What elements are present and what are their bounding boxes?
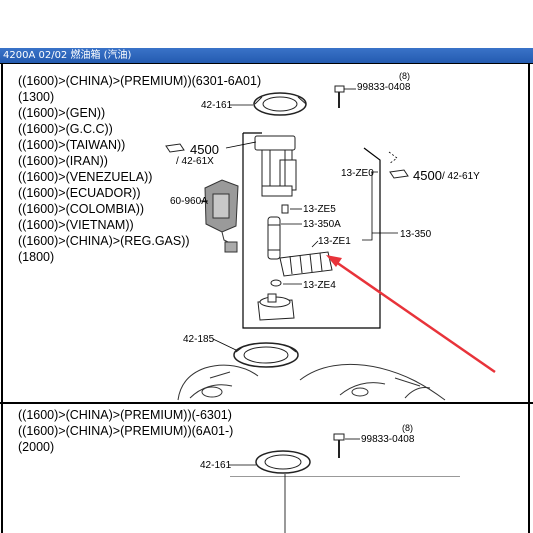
ref-4261y-label: / 42-61Y	[442, 171, 480, 182]
lock-ring-lower-section-icon	[255, 450, 311, 474]
ref-4261x-label: / 42-61X	[176, 156, 214, 167]
section-divider	[0, 402, 533, 404]
p350a-label: 13-350A	[303, 219, 341, 230]
pump-clip-icon	[270, 279, 282, 287]
condition-item: ((1600)>(CHINA)>(PREMIUM))(6301-6A01)	[18, 74, 262, 88]
screw-icon	[281, 204, 289, 214]
condition-item: ((1600)>(CHINA)>(PREMIUM))(-6301)	[18, 408, 232, 422]
bolt-qty-label: (8)	[399, 71, 410, 81]
condition-item: ((1600)>(TAIWAN))	[18, 138, 126, 152]
condition-item: ((1600)>(CHINA)>(PREMIUM))(6A01-)	[18, 424, 234, 438]
fuel-pump-icon	[267, 216, 281, 260]
condition-item: ((1600)>(ECUADOR))	[18, 186, 141, 200]
condition-item: (1300)	[18, 90, 55, 104]
frame-right-border	[528, 63, 530, 533]
window-title-bar: 4200A 02/02 燃油箱 (汽油)	[0, 48, 533, 63]
fuel-tank-outline	[177, 363, 446, 401]
condition-item: ((1600)>(VIETNAM))	[18, 218, 134, 232]
ring-42-161-lower-label: 42-161	[200, 460, 232, 471]
ze4-label: 13-ZE4	[303, 280, 336, 291]
pump-assembly-outline	[242, 132, 381, 329]
ring-42-161-label: 42-161	[201, 100, 233, 111]
condition-item: ((1600)>(VENEZUELA))	[18, 170, 153, 184]
condition-item: (2000)	[18, 440, 55, 454]
ref-4500-right: 4500	[413, 168, 442, 183]
frame-top-line	[0, 63, 533, 64]
p350-label: 13-350	[400, 229, 432, 240]
assembly-bracket	[362, 172, 398, 241]
condition-item: ((1600)>(CHINA)>(REG.GAS))	[18, 234, 190, 248]
ze0-label: 13-ZE0	[341, 168, 374, 179]
condition-item: ((1600)>(COLOMBIA))	[18, 202, 145, 216]
lock-ring-lower-icon	[233, 342, 299, 368]
ze5-label: 13-ZE5	[303, 204, 336, 215]
ref-4500-left: 4500	[190, 142, 219, 157]
ze1-label: 13-ZE1	[318, 236, 351, 247]
pump-flange-icon	[254, 135, 297, 197]
condition-item: ((1600)>(G.C.C))	[18, 122, 113, 136]
annotation-arrow	[326, 255, 496, 374]
hose-ref-right-icon	[389, 169, 409, 179]
bolt-lower-icon	[333, 433, 345, 458]
pump-base-icon	[257, 293, 295, 321]
lock-ring-icon	[253, 92, 307, 116]
section-divider-dashed	[230, 476, 460, 477]
bolt-part-label-lower: 99833-0408	[361, 434, 415, 445]
hose-ref-left-icon	[165, 143, 185, 153]
bolt-qty-label-lower: (8)	[402, 423, 413, 433]
condition-item: (1800)	[18, 250, 55, 264]
bolt-part-label: 99833-0408	[357, 82, 411, 93]
ring-42-185-label: 42-185	[183, 334, 215, 345]
sender-label: 60-960A	[170, 196, 208, 207]
condition-item: ((1600)>(IRAN))	[18, 154, 108, 168]
condition-item: ((1600)>(GEN))	[18, 106, 106, 120]
bolt-icon	[334, 85, 345, 108]
sender-unit-icon	[204, 179, 239, 253]
frame-left-border	[1, 63, 3, 533]
fuel-filter-icon	[279, 251, 333, 277]
